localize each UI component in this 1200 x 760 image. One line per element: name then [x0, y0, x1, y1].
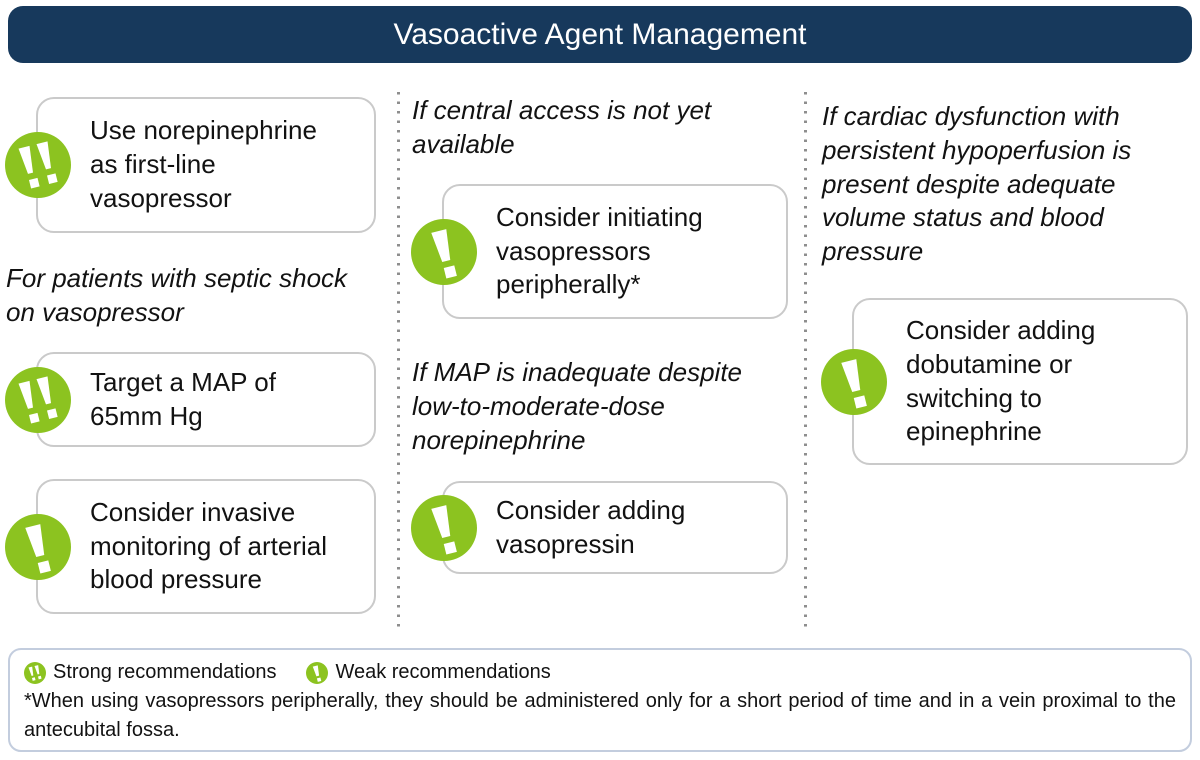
- condition-inadequate-map: If MAP is inadequate despite low-to-mode…: [412, 357, 743, 455]
- card-text: Consider invasive monitoring of arterial…: [90, 496, 327, 595]
- condition-cardiac-dysfunction: If cardiac dysfunction with persistent h…: [822, 101, 1132, 267]
- column-divider: [397, 92, 400, 630]
- column-divider: [804, 92, 807, 630]
- card-text: Consider initiating vasopressors periphe…: [496, 201, 703, 300]
- card-text: Consider adding vasopressin: [496, 494, 686, 559]
- weak-recommendation-icon: [411, 219, 477, 285]
- strong-recommendation-icon: [5, 132, 71, 198]
- weak-recommendation-icon: [306, 662, 328, 684]
- card-peripheral-vasopressors: Consider initiating vasopressors periphe…: [442, 184, 788, 319]
- legend-weak-label: Weak recommendations: [335, 661, 551, 683]
- card-text: Target a MAP of 65mm Hg: [90, 366, 276, 431]
- legend-item-weak: Weak recommendations: [306, 661, 551, 684]
- weak-recommendation-icon: [821, 349, 887, 415]
- page-title: Vasoactive Agent Management: [393, 17, 807, 51]
- card-target-map: Target a MAP of 65mm Hg: [36, 352, 376, 447]
- header-bar: Vasoactive Agent Management: [8, 6, 1192, 63]
- weak-recommendation-icon: [5, 514, 71, 580]
- weak-recommendation-icon: [411, 495, 477, 561]
- card-text: Consider adding dobutamine or switching …: [906, 314, 1096, 447]
- card-dobutamine-epinephrine: Consider adding dobutamine or switching …: [852, 298, 1188, 465]
- condition-septic-shock: For patients with septic shock on vasopr…: [6, 263, 348, 327]
- card-invasive-monitoring: Consider invasive monitoring of arterial…: [36, 479, 376, 614]
- legend-strong-label: Strong recommendations: [53, 661, 277, 683]
- legend-row: Strong recommendations Weak recommendati…: [24, 661, 1176, 684]
- strong-recommendation-icon: [24, 662, 46, 684]
- legend-item-strong: Strong recommendations: [24, 661, 276, 684]
- legend-footnote-panel: Strong recommendations Weak recommendati…: [8, 648, 1192, 752]
- card-norepinephrine-first-line: Use norepinephrine as first-line vasopre…: [36, 97, 376, 233]
- card-add-vasopressin: Consider adding vasopressin: [442, 481, 788, 574]
- strong-recommendation-icon: [5, 367, 71, 433]
- card-text: Use norepinephrine as first-line vasopre…: [90, 115, 317, 213]
- footnote-text: *When using vasopressors peripherally, t…: [24, 690, 1176, 741]
- condition-no-central-access: If central access is not yet available: [412, 95, 712, 159]
